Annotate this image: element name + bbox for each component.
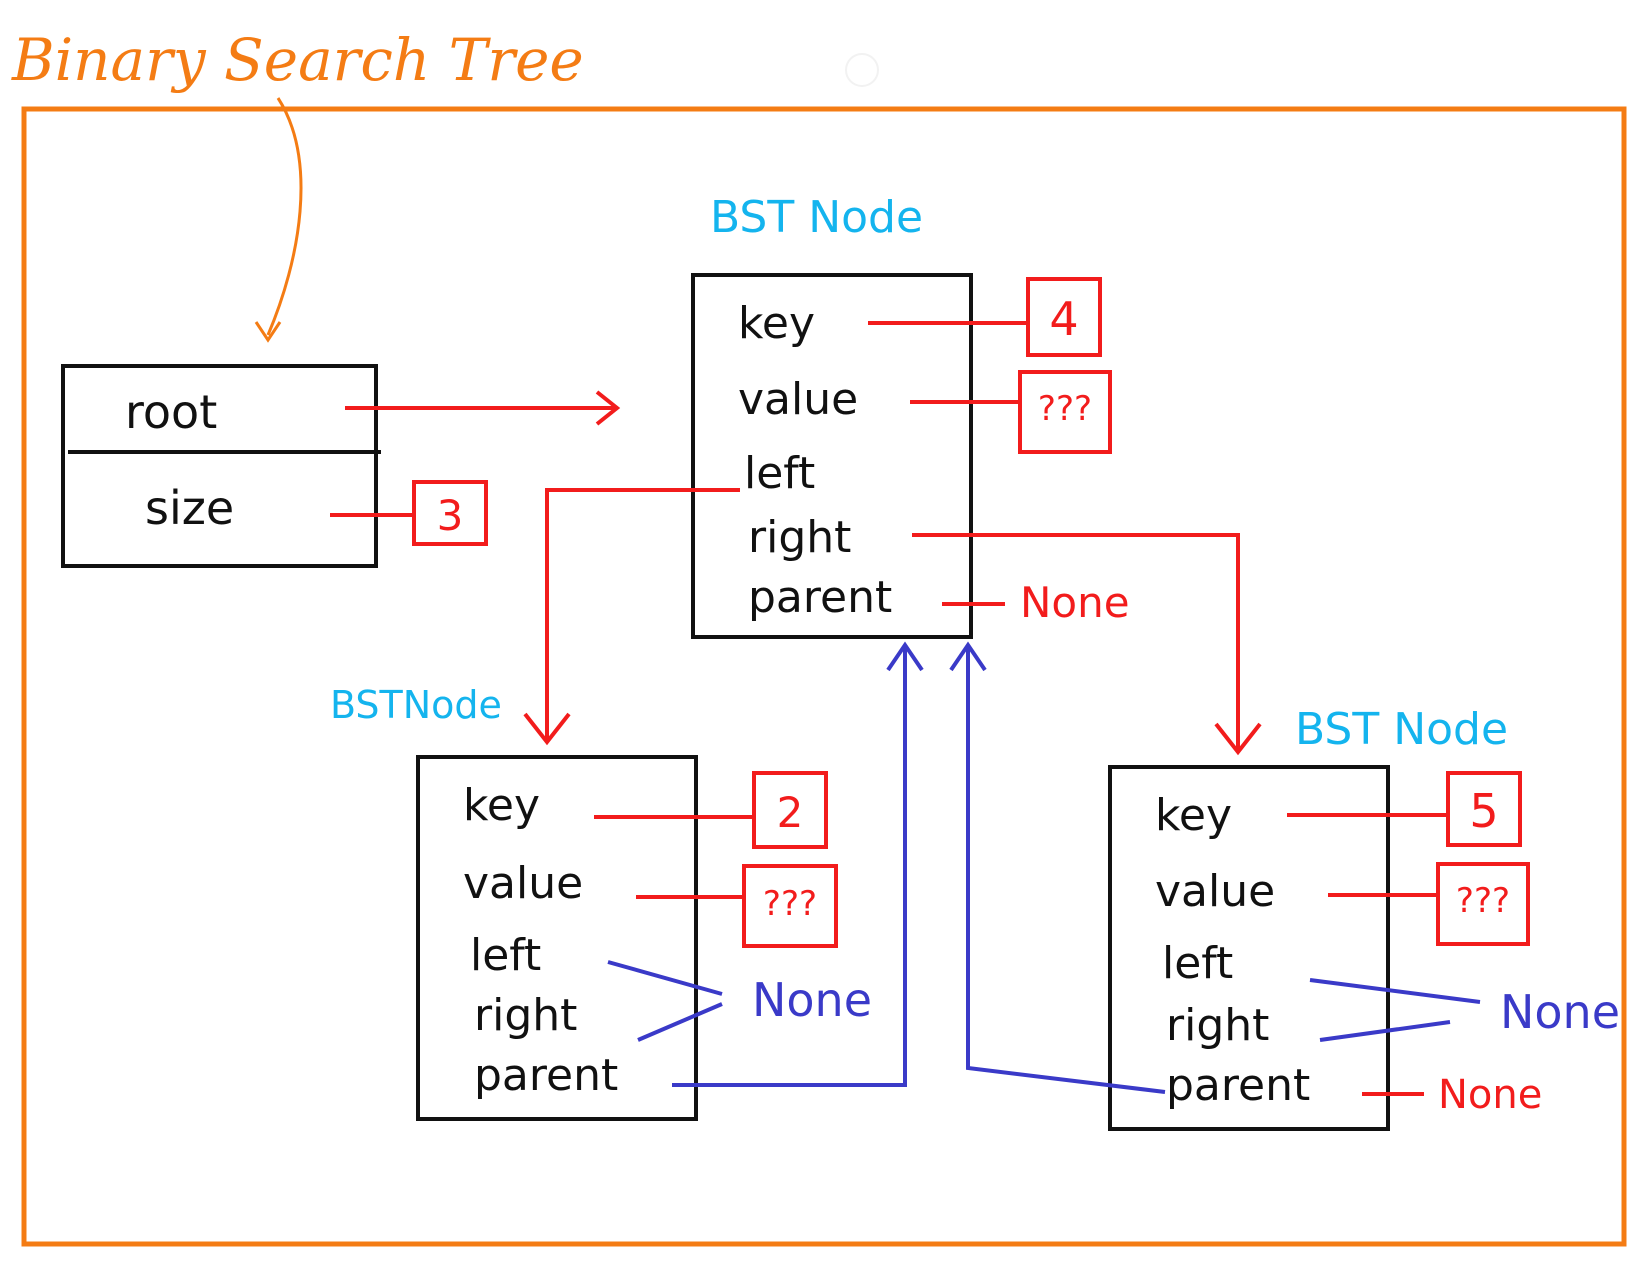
left-field-right: right: [474, 990, 577, 1041]
root-field-left: left: [744, 448, 815, 499]
root-left-pointer: [545, 488, 740, 740]
faint-circle: [845, 53, 879, 87]
left-value-value: ???: [763, 884, 817, 924]
left-parent-pointer-head: [886, 641, 924, 672]
bst-field-size: size: [145, 481, 234, 535]
left-field-key: key: [463, 780, 540, 831]
diagram-title: Binary Search Tree: [11, 26, 584, 94]
bst-box: [61, 364, 378, 568]
right-node-label: BST Node: [1295, 704, 1508, 755]
root-key-value: 4: [1049, 292, 1078, 346]
left-field-left: left: [470, 930, 541, 981]
root-pointer-head: [595, 390, 621, 426]
right-parent-pointer: [966, 648, 1166, 1094]
right-field-left: left: [1162, 938, 1233, 989]
right-parent-pointer-head: [949, 641, 987, 672]
root-value-value: ???: [1038, 389, 1092, 429]
root-right-pointer: [912, 533, 1240, 752]
right-field-right: right: [1166, 1000, 1269, 1051]
size-value-box: [412, 480, 488, 546]
left-value-box: [742, 864, 838, 948]
root-value-box: [1018, 370, 1112, 454]
right-value-box: [1436, 862, 1530, 946]
root-key-box: [1026, 277, 1102, 357]
root-field-value: value: [738, 374, 858, 425]
right-key-value: 5: [1469, 784, 1498, 838]
left-parent-pointer: [672, 648, 907, 1087]
bst-field-root: root: [125, 385, 217, 439]
right-value-value: ???: [1456, 881, 1510, 921]
left-key-value: 2: [777, 788, 804, 837]
right-left-none-line: [1309, 978, 1481, 1004]
right-field-key: key: [1155, 790, 1232, 841]
outer-frame: [21, 106, 1627, 1247]
left-key-box: [752, 771, 828, 849]
root-parent-none: None: [1020, 578, 1130, 627]
left-field-value: value: [463, 858, 583, 909]
left-field-parent: parent: [474, 1050, 618, 1101]
right-key-box: [1446, 771, 1522, 847]
right-node-box: [1108, 765, 1390, 1131]
left-node-label: BSTNode: [330, 683, 502, 727]
root-right-pointer-head: [1214, 722, 1262, 756]
root-node-box: [691, 273, 973, 639]
size-value: 3: [437, 491, 464, 540]
root-field-parent: parent: [748, 572, 892, 623]
left-left-none-line: [607, 960, 723, 996]
right-field-value: value: [1155, 866, 1275, 917]
right-parent-none: None: [1438, 1072, 1542, 1118]
root-field-right: right: [748, 512, 851, 563]
right-field-parent: parent: [1166, 1060, 1310, 1111]
title-arrow-head: [254, 321, 282, 343]
left-node-box: [416, 755, 698, 1121]
root-node-label: BST Node: [710, 192, 923, 243]
root-left-pointer-head: [523, 712, 571, 746]
right-right-none-line: [1319, 1020, 1451, 1042]
title-arrow: [266, 97, 303, 336]
root-field-key: key: [738, 298, 815, 349]
right-children-none: None: [1500, 985, 1620, 1039]
left-children-none: None: [752, 973, 872, 1027]
left-right-none-line: [637, 1002, 723, 1042]
